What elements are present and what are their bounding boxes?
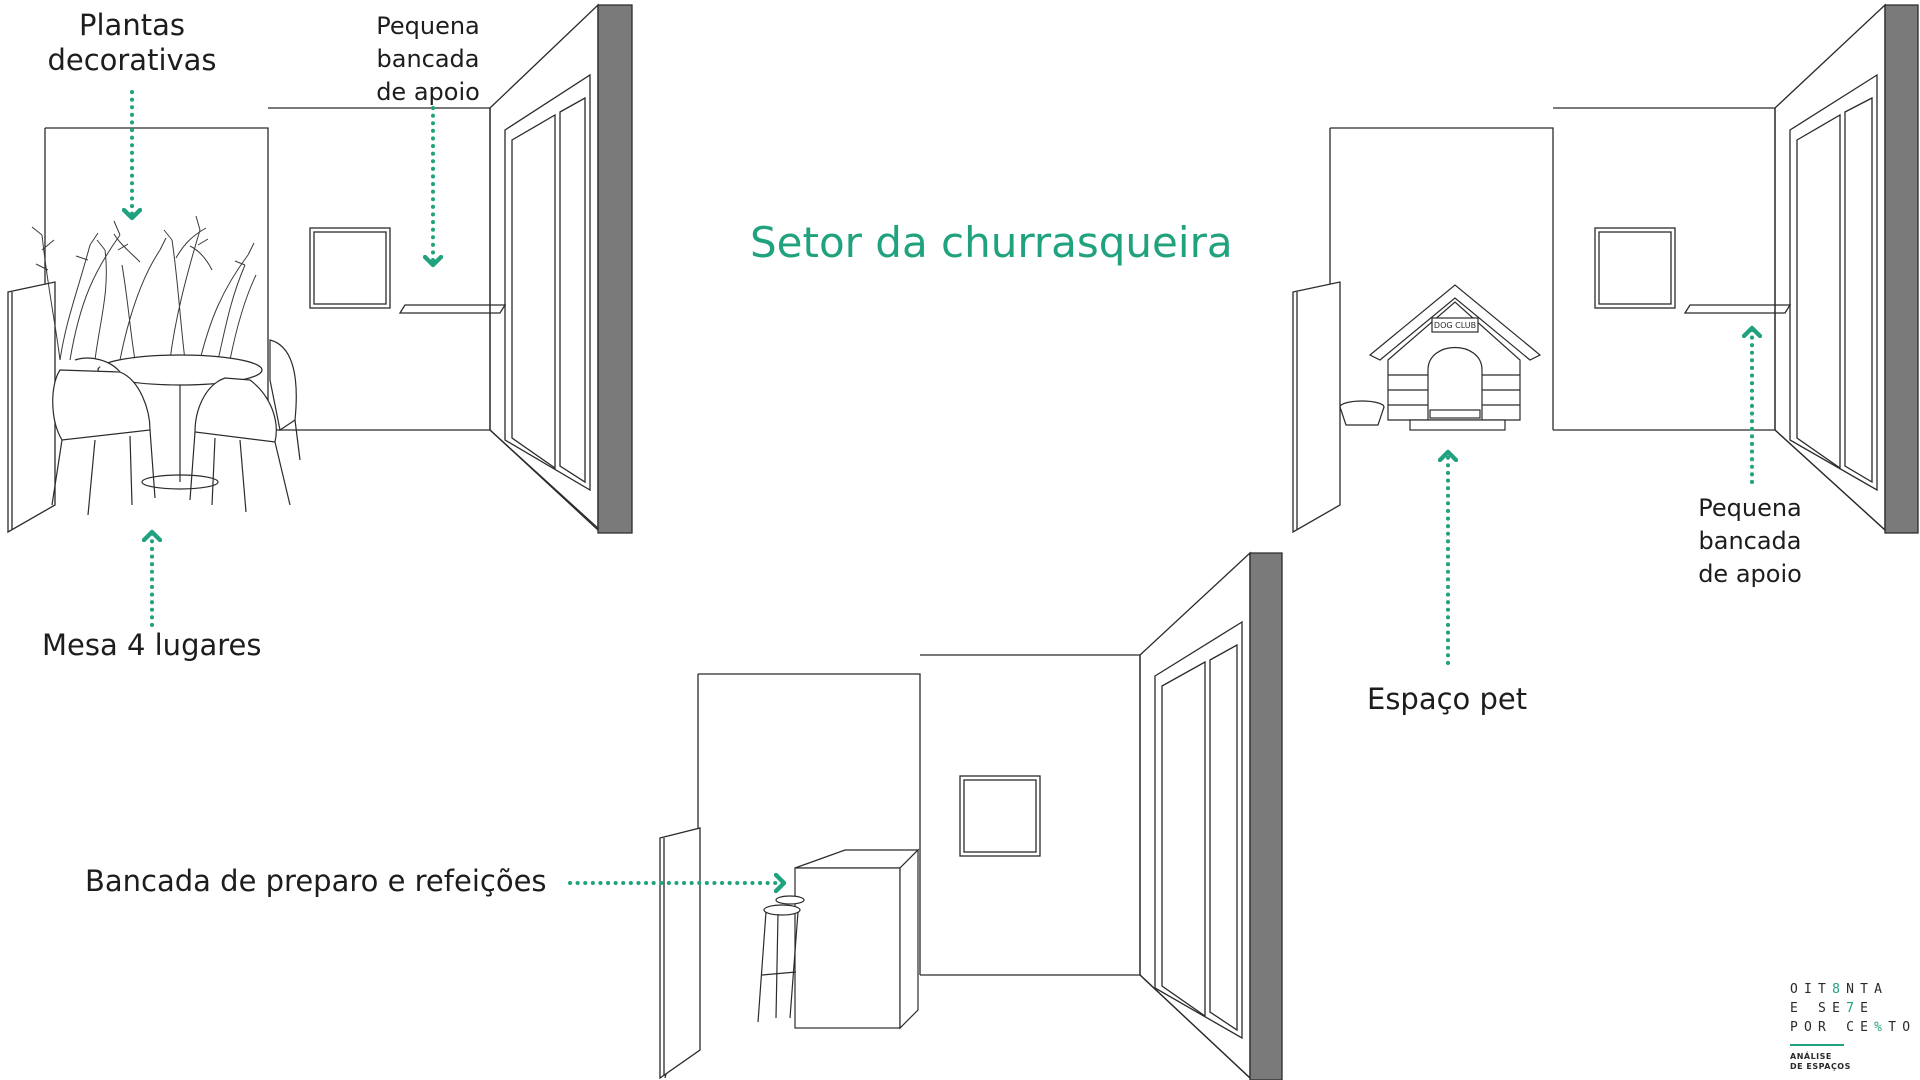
logo-text: OIT — [1790, 982, 1833, 997]
prep-counter — [794, 848, 920, 1030]
wall-niche — [959, 775, 1041, 857]
logo-text: POR CE — [1790, 1020, 1875, 1035]
bar-stools — [757, 895, 805, 1023]
label-line: Pequena — [1698, 494, 1802, 522]
label-espaco-pet: Espaço pet — [1367, 682, 1528, 716]
logo-rule — [1790, 1044, 1844, 1046]
support-shelf — [1683, 304, 1792, 314]
logo-text: E — [1860, 1001, 1875, 1016]
label-line: Plantas — [79, 8, 185, 42]
label-pequena-bancada-1: Pequena bancada de apoio — [358, 10, 498, 109]
label-line: de apoio — [376, 78, 480, 106]
pet-bowl — [1339, 400, 1385, 426]
logo-text: E SE — [1790, 1001, 1847, 1016]
dining-chairs — [51, 339, 301, 516]
label-bancada-preparo: Bancada de preparo e refeições — [85, 864, 547, 898]
dining-table — [97, 354, 263, 490]
room-prep — [659, 551, 1283, 1080]
logo-line-3: POR CE%TO — [1790, 1018, 1915, 1037]
wall-niche — [1594, 227, 1676, 309]
logo-accent: % — [1874, 1020, 1889, 1035]
label-line: bancada — [376, 45, 480, 73]
label-line: bancada — [1698, 527, 1802, 555]
logo-subtitle: DE ESPAÇOS — [1790, 1062, 1851, 1071]
label-line: decorativas — [47, 43, 217, 78]
logo-accent: 7 — [1846, 1001, 1861, 1016]
wall-niche — [309, 227, 391, 309]
dog-club-sign: DOG CLUB — [1434, 321, 1476, 330]
support-shelf — [398, 304, 507, 314]
annotation-arrows — [132, 90, 1752, 883]
room-pet: DOG CLUB — [1292, 3, 1919, 534]
dark-wall-edge — [1249, 552, 1283, 1080]
brand-logo: OIT8NTA E SE7E POR CE%TO ANÁLISE DE ESPA… — [1790, 980, 1915, 1072]
dark-wall-edge — [1884, 4, 1919, 534]
logo-text: TO — [1888, 1020, 1917, 1035]
dog-house: DOG CLUB — [1368, 284, 1542, 431]
logo-accent: 8 — [1832, 982, 1847, 997]
decorative-plants — [31, 215, 257, 361]
logo-subtitle: ANÁLISE — [1790, 1052, 1832, 1061]
logo-line-1: OIT8NTA — [1790, 980, 1915, 999]
room-dining — [7, 3, 633, 534]
page-title: Setor da churrasqueira — [750, 218, 1233, 267]
label-mesa-4-lugares: Mesa 4 lugares — [42, 628, 262, 662]
label-pequena-bancada-2: Pequena bancada de apoio — [1680, 492, 1820, 591]
logo-line-2: E SE7E — [1790, 999, 1915, 1018]
label-plantas-decorativas: Plantas decorativas — [42, 8, 222, 79]
label-line: de apoio — [1698, 560, 1802, 588]
label-line: Pequena — [376, 12, 480, 40]
dark-wall-edge — [597, 4, 633, 534]
logo-text: NTA — [1846, 982, 1889, 997]
